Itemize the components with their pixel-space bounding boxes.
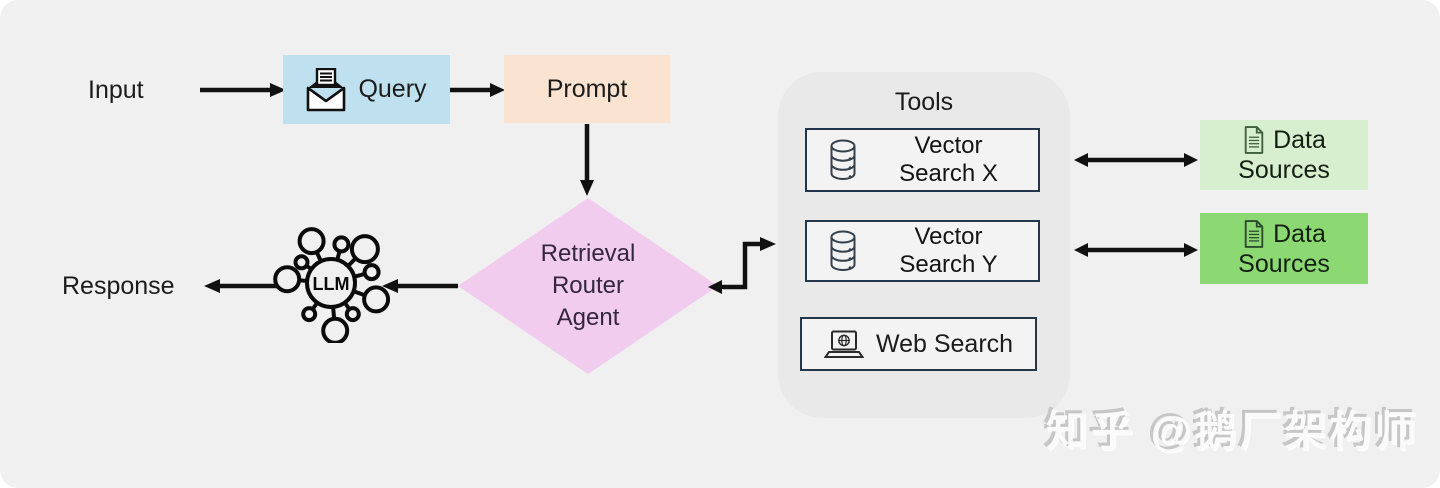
data-sources-green-line2: Sources — [1238, 249, 1330, 278]
database-icon — [830, 139, 856, 180]
router-label-line1: Retrieval — [540, 240, 636, 267]
data-sources-green-line1: Data — [1273, 219, 1326, 248]
data-sources-box-green: Data Sources — [1200, 213, 1368, 284]
envelope-letter-icon — [307, 67, 346, 111]
response-label: Response — [62, 272, 175, 300]
arrow-router-tools-elbow — [708, 237, 776, 294]
query-box: Query — [283, 55, 450, 124]
vector-search-y-label: Vector Search Y — [899, 223, 998, 278]
vector-search-x-box: Vector Search X — [805, 128, 1040, 192]
input-label: Input — [88, 76, 144, 104]
arrow-query-to-prompt — [450, 83, 505, 97]
database-icon — [830, 230, 856, 271]
router-diamond — [458, 198, 718, 374]
tools-title: Tools — [894, 88, 954, 116]
router-label: Retrieval Router Agent — [458, 198, 718, 374]
arrow-input-to-query — [200, 83, 286, 97]
web-search-label: Web Search — [875, 329, 1014, 358]
document-icon — [1244, 126, 1264, 154]
data-sources-light-line2: Sources — [1238, 156, 1330, 184]
query-label: Query — [358, 75, 427, 103]
prompt-label: Prompt — [546, 74, 628, 103]
data-sources-light-line1: Data — [1273, 126, 1326, 154]
arrow-prompt-to-router — [580, 124, 594, 196]
router-label-line3: Agent — [556, 304, 620, 331]
tools-container: Tools Vector Search X — [778, 72, 1070, 418]
laptop-globe-icon — [823, 330, 864, 358]
web-search-box: Web Search — [800, 317, 1037, 371]
watermark: 知乎 @鹅厂架构师 — [1046, 408, 1420, 455]
arrow-tools-datasources-1 — [1074, 153, 1198, 167]
llm-label: LLM — [313, 274, 350, 294]
vector-search-x-label: Vector Search X — [899, 132, 998, 187]
data-sources-box-light: Data Sources — [1200, 120, 1368, 190]
llm-hub-icon: LLM — [273, 227, 391, 343]
router-label-line2: Router — [551, 272, 625, 299]
vector-search-y-box: Vector Search Y — [805, 220, 1040, 282]
prompt-box: Prompt — [504, 55, 670, 123]
document-icon — [1244, 219, 1264, 248]
arrow-llm-to-response — [204, 279, 278, 293]
arrow-tools-datasources-2 — [1074, 243, 1198, 257]
arrow-router-to-llm — [382, 279, 458, 293]
